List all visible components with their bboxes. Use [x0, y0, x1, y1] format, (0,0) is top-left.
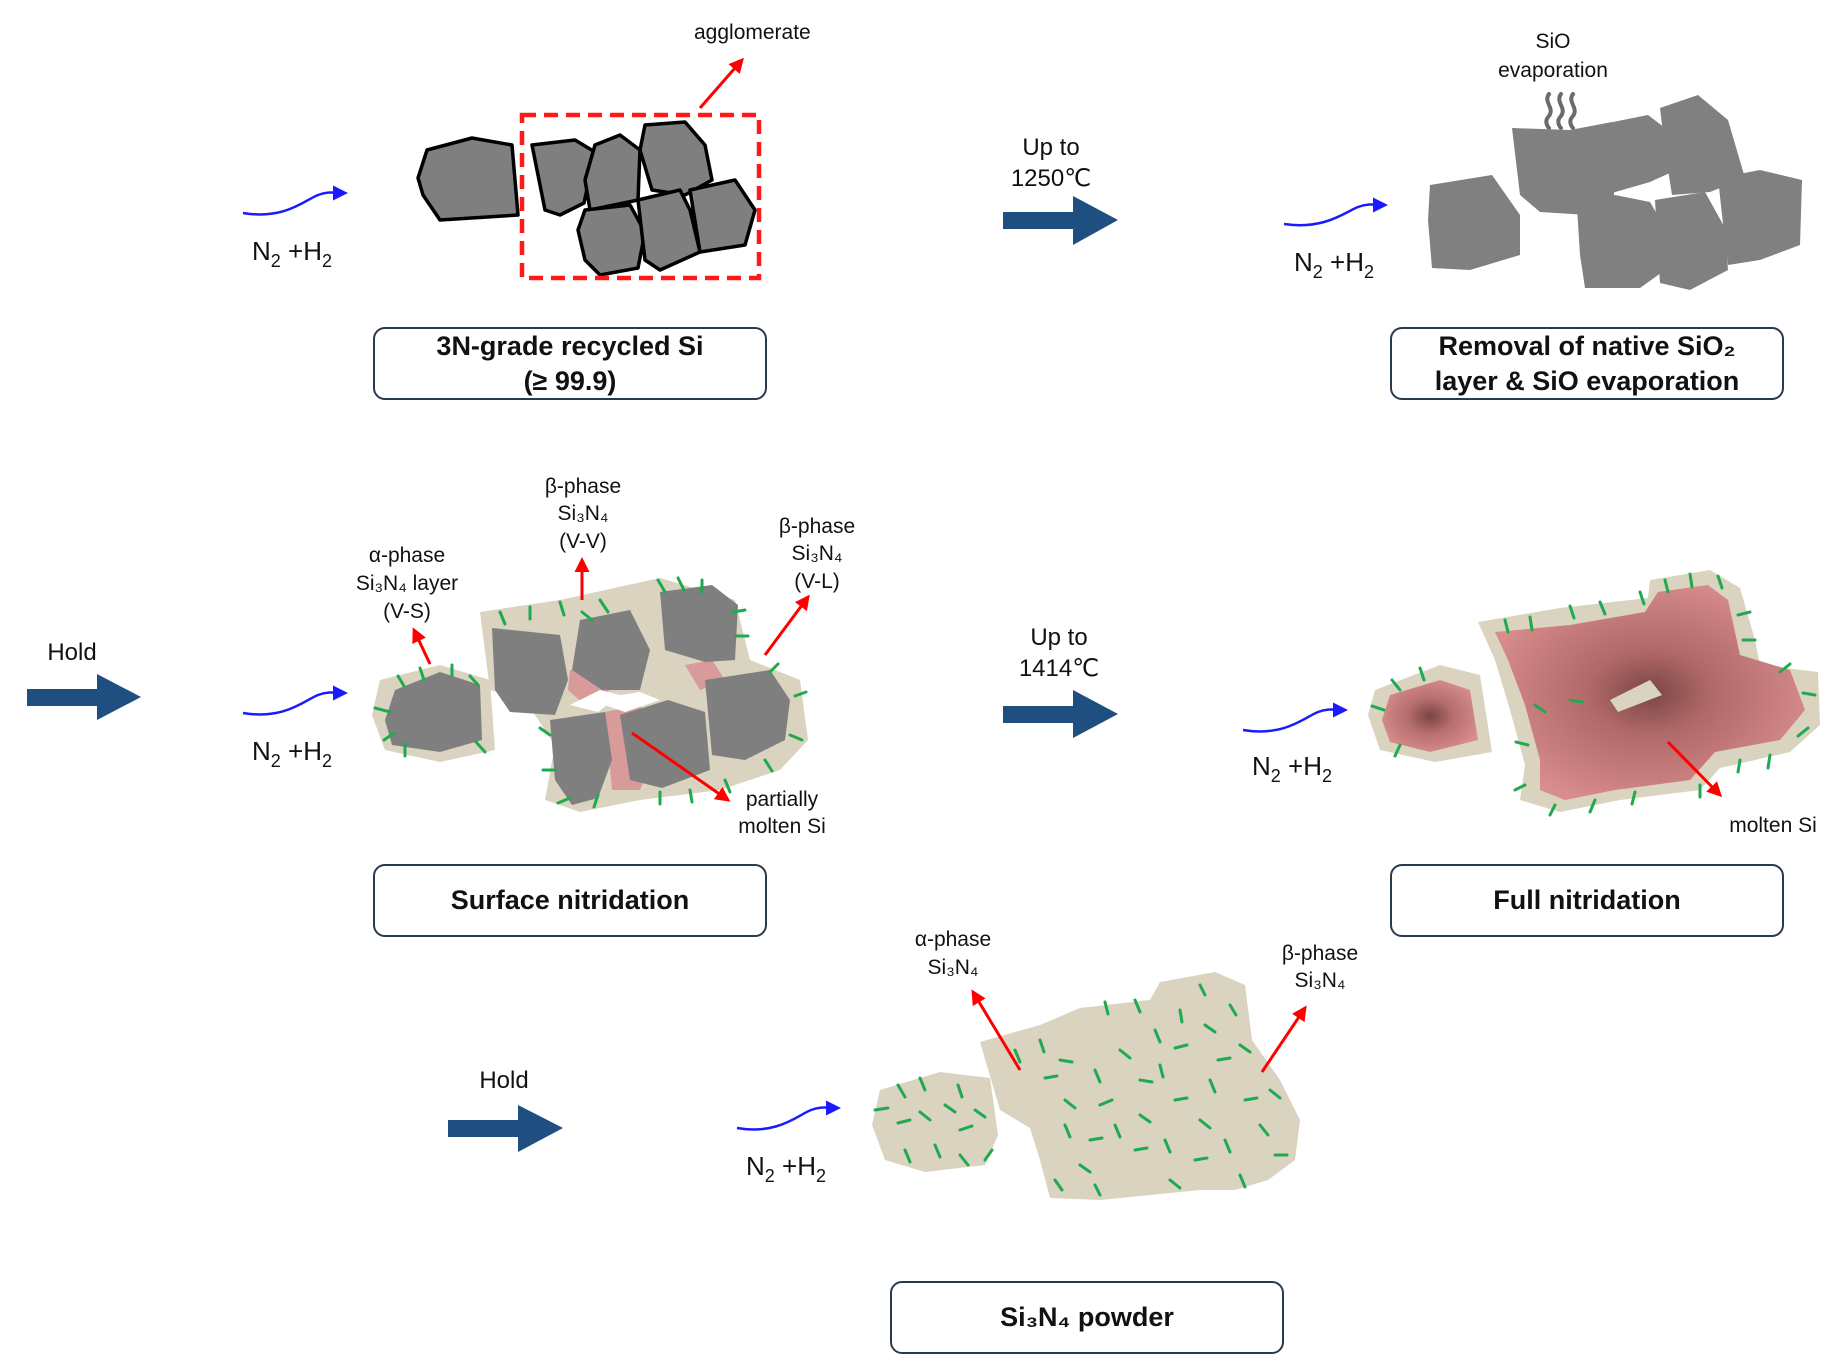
- partial-molten-label-2: molten Si: [738, 815, 826, 838]
- sio-label: SiO: [1535, 30, 1570, 53]
- heat-step-1-line1: Up to: [1022, 134, 1079, 161]
- heat-arrow-1414: [1003, 690, 1118, 738]
- alpha-final-label-1: α-phase: [915, 928, 991, 951]
- molten-si-label: molten Si: [1729, 814, 1817, 837]
- surface-si-particles: [385, 585, 790, 805]
- surface-gaps: [570, 690, 660, 712]
- heat-arrow-1250: [1003, 196, 1118, 245]
- gas-label-1: N2 +H2: [252, 236, 332, 271]
- gas-inlet-arrow-1: [242, 185, 348, 216]
- gas-label-4: N2 +H2: [1252, 751, 1332, 786]
- gas-label-2: N2 +H2: [1294, 247, 1374, 282]
- alpha-final-label-2: Si₃N₄: [928, 956, 979, 979]
- full-nitride-needles: [1370, 572, 1817, 817]
- hold-step-1: Hold: [47, 639, 96, 666]
- gas-inlet-arrow-2: [1283, 197, 1388, 227]
- stage-box-removal-line2: layer & SiO evaporation: [1434, 365, 1740, 396]
- stage-box-removal: Removal of native SiO₂ layer & SiO evapo…: [1390, 327, 1784, 400]
- agglomerate-dashed-box: [519, 112, 762, 281]
- stage-box-removal-line1: Removal of native SiO₂: [1438, 330, 1736, 361]
- cleaned-si-particles: [1428, 95, 1802, 290]
- beta-vv-label-1: β-phase: [545, 475, 621, 498]
- beta-vl-callout: [763, 594, 810, 656]
- stage-box-recycled-si-line1: 3N-grade recycled Si: [436, 330, 704, 361]
- partial-molten-callout: [631, 731, 731, 802]
- stage-box-recycled-si-line2: (≥ 99.9): [523, 365, 617, 396]
- heat-step-2-line1: Up to: [1030, 624, 1087, 651]
- si3n4-powder-needles: [873, 983, 1289, 1197]
- alpha-final-callout: [971, 989, 1022, 1071]
- alpha-layer-label-3: (V-S): [383, 600, 431, 623]
- stage-box-si3n4-powder: Si₃N₄ powder: [890, 1281, 1284, 1354]
- stage-box-surface-nitridation-label: Surface nitridation: [450, 885, 690, 915]
- beta-vv-label-3: (V-V): [559, 530, 607, 553]
- molten-si-callout: [1666, 740, 1723, 798]
- heat-step-1-line2: 1250℃: [1011, 165, 1091, 192]
- gas-inlet-arrow-4: [1242, 702, 1348, 733]
- stage-box-surface-nitridation: Surface nitridation: [373, 864, 767, 937]
- partial-molten-label-1: partially: [746, 788, 819, 811]
- hold-step-2: Hold: [479, 1067, 528, 1094]
- beta-final-label-1: β-phase: [1282, 942, 1358, 965]
- gas-label-5: N2 +H2: [746, 1151, 826, 1186]
- beta-vv-label-2: Si₃N₄: [558, 502, 609, 525]
- stage-box-recycled-si: 3N-grade recycled Si (≥ 99.9): [373, 327, 767, 400]
- alpha-layer-label-1: α-phase: [369, 544, 445, 567]
- evaporation-label: evaporation: [1498, 59, 1608, 82]
- hold-arrow-2: [448, 1105, 563, 1152]
- full-molten-gaps: [1610, 680, 1662, 712]
- sio-vapor-icon: [1544, 92, 1577, 130]
- recycled-si-particles: [416, 120, 757, 277]
- agglomerate-callout-arrow: [698, 57, 744, 109]
- beta-final-label-2: Si₃N₄: [1295, 969, 1346, 992]
- stage-box-full-nitridation-label: Full nitridation: [1493, 885, 1681, 915]
- beta-vl-label-2: Si₃N₄: [792, 542, 843, 565]
- surface-nitride-needles: [373, 576, 808, 809]
- hold-arrow-1: [27, 674, 141, 720]
- heat-step-2-line2: 1414℃: [1019, 655, 1099, 682]
- beta-vl-label-1: β-phase: [779, 515, 855, 538]
- alpha-layer-callout: [412, 627, 432, 665]
- alpha-layer-label-2: Si₃N₄ layer: [356, 572, 458, 595]
- agglomerate-label: agglomerate: [694, 21, 811, 44]
- gas-inlet-arrow-5: [736, 1100, 841, 1131]
- si3n4-powder-grains: [872, 972, 1300, 1200]
- gas-label-3: N2 +H2: [252, 736, 332, 771]
- gas-inlet-arrow-3: [242, 685, 348, 716]
- beta-final-callout: [1260, 1005, 1307, 1073]
- beta-vl-label-3: (V-L): [794, 570, 840, 593]
- stage-box-full-nitridation: Full nitridation: [1390, 864, 1784, 937]
- stage-box-si3n4-powder-label: Si₃N₄ powder: [1000, 1302, 1174, 1332]
